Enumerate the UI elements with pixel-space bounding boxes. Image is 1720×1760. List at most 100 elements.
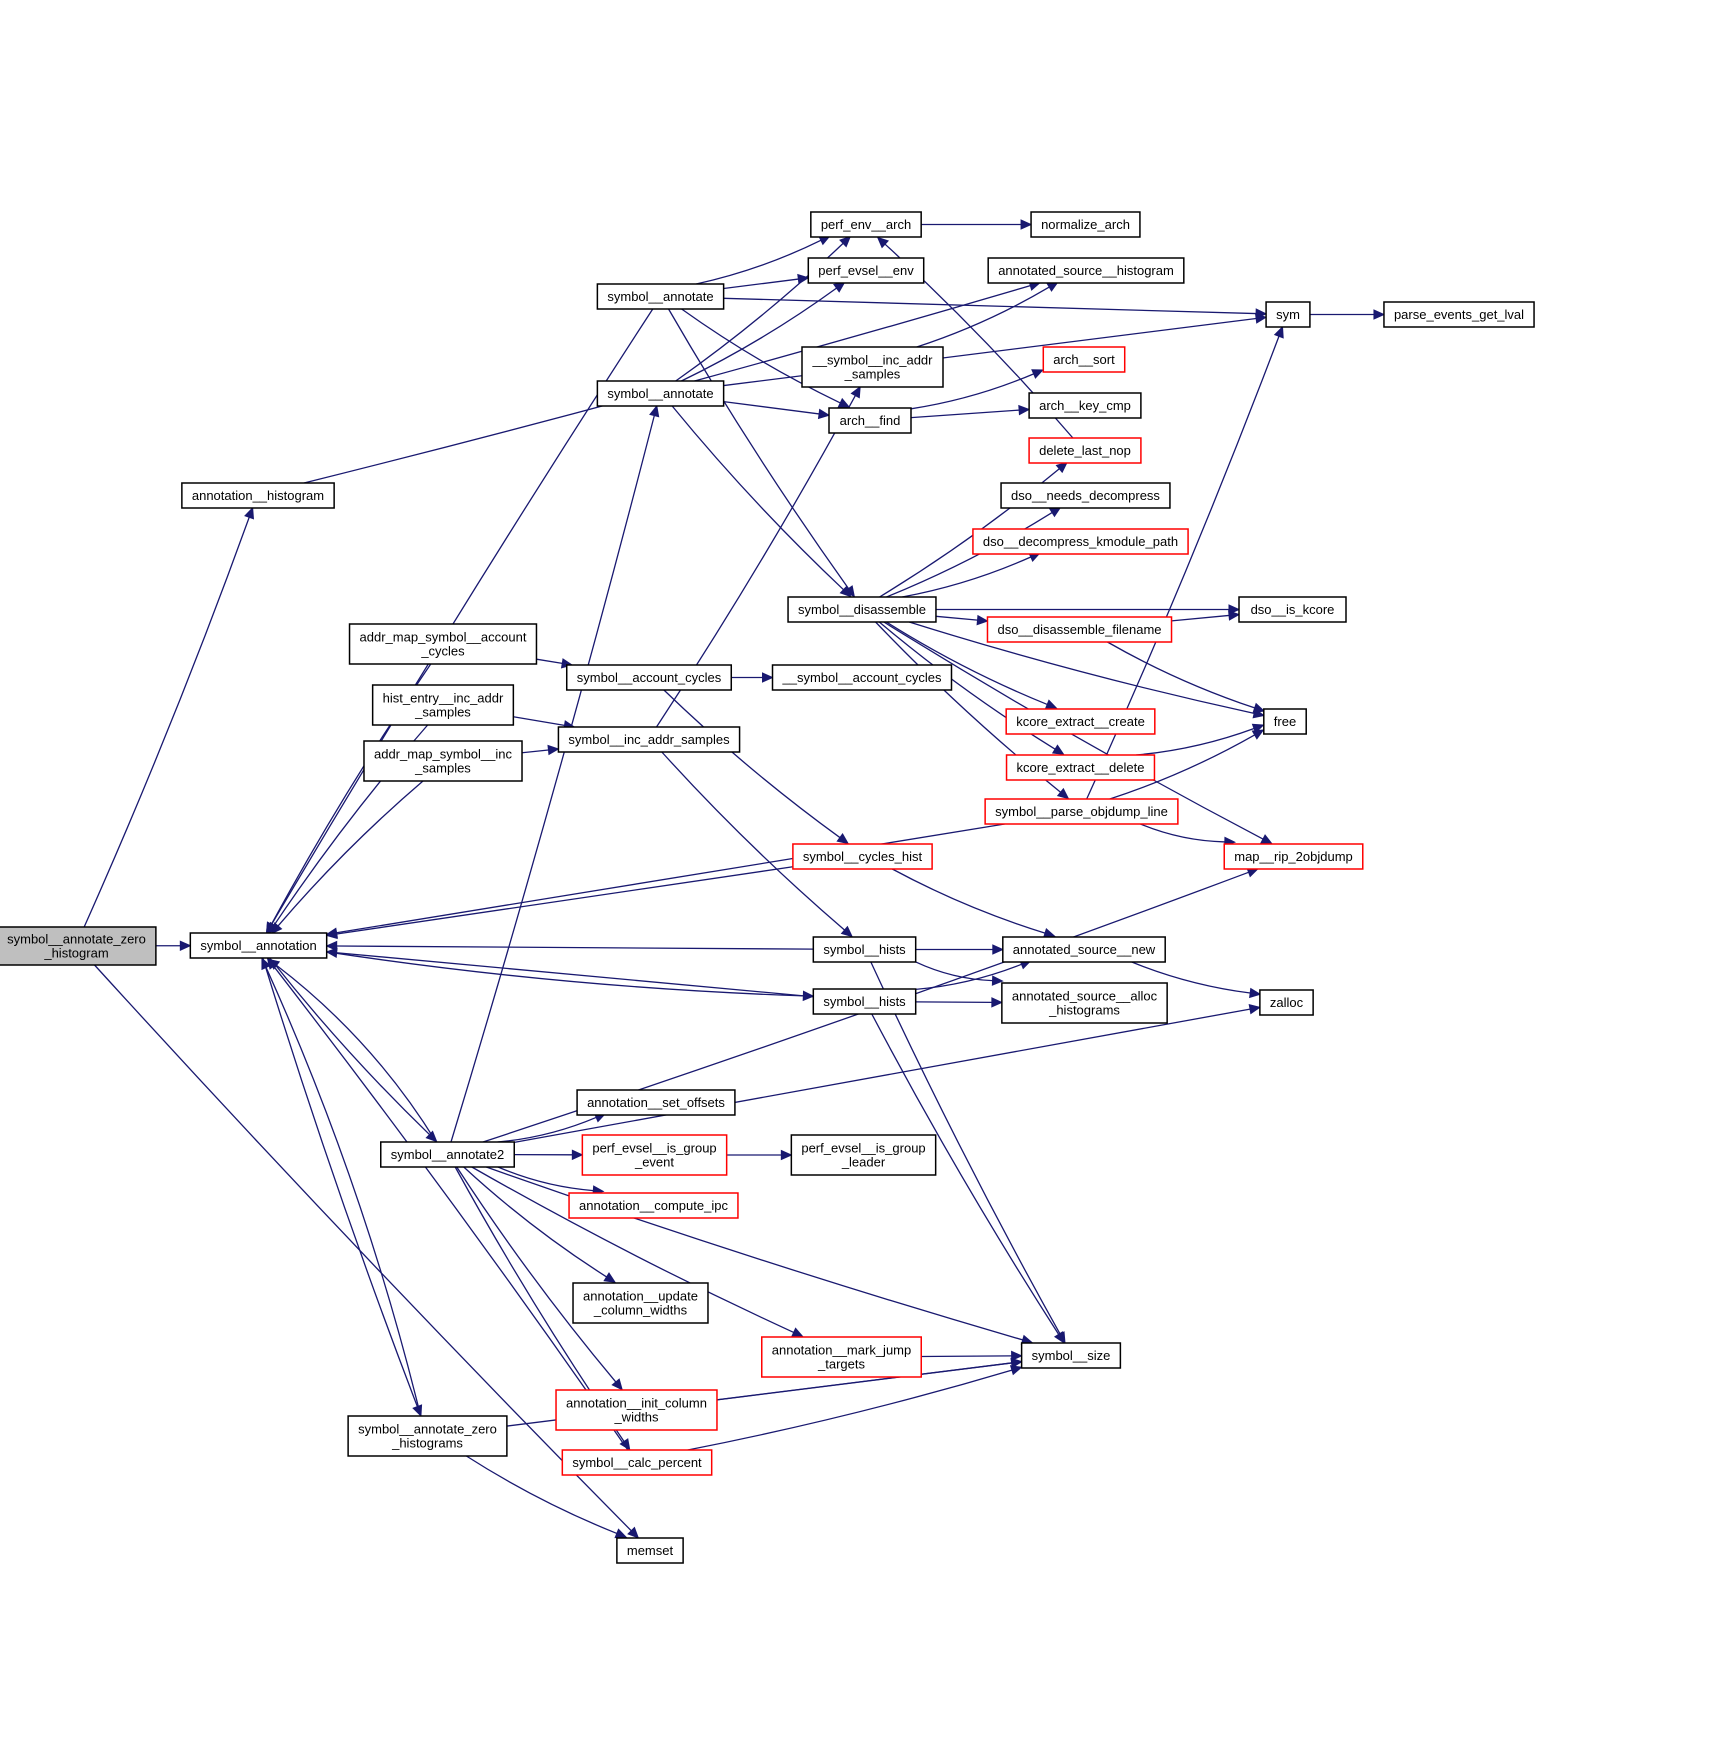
node-annotation-update-column-widths[interactable]: annotation__update_column_widths [572, 1282, 709, 1324]
node-memset[interactable]: memset [616, 1537, 684, 1564]
node-kcore-extract-create[interactable]: kcore_extract__create [1005, 708, 1156, 735]
node-kcore-extract-delete[interactable]: kcore_extract__delete [1005, 754, 1156, 781]
edge-line [1109, 734, 1255, 800]
node-arch-find[interactable]: arch__find [828, 407, 912, 434]
node-symbol-hists-a[interactable]: symbol__hists [812, 936, 917, 963]
edge-line [909, 621, 1255, 714]
edge-symbol_hists_a-to-symbol_annotation [325, 940, 814, 952]
node-box [987, 257, 1185, 284]
node-root[interactable]: symbol__annotate_zero_histogram [0, 926, 157, 966]
node-free[interactable]: free [1263, 708, 1307, 735]
edge-symbol_parse_objdump_line-to-sym [1086, 325, 1284, 800]
node-symbol-annotate-b[interactable]: symbol__annotate [596, 380, 725, 407]
node-perf-evsel-is-group-event[interactable]: perf_evsel__is_group_event [581, 1134, 728, 1176]
node-zalloc[interactable]: zalloc [1259, 989, 1314, 1016]
node-box [565, 664, 733, 691]
edge-symbol_annotate2-to-zalloc [514, 1004, 1262, 1144]
arrowhead-icon [270, 922, 283, 935]
arrowhead-icon [1248, 1004, 1262, 1015]
node-dso-needs-decompress[interactable]: dso__needs_decompress [1000, 482, 1171, 509]
edge-line [265, 967, 422, 1417]
arrowhead-icon [1009, 1365, 1023, 1376]
node-hist-entry-inc-addr-samples[interactable]: hist_entry__inc_addr_samples [371, 684, 515, 726]
node-label: _samples [414, 705, 471, 720]
edge-line [910, 409, 1020, 419]
node-label: _histograms [391, 1436, 463, 1451]
node-label: perf_evsel__env [818, 263, 914, 278]
node-annotation-init-column-widths[interactable]: annotation__init_column_widths [555, 1389, 718, 1431]
edge-line [536, 658, 563, 665]
node-perf-env-arch[interactable]: perf_env__arch [810, 211, 922, 238]
edge-line [915, 1001, 992, 1004]
node-label: _samples [414, 761, 471, 776]
node-symbol-inc-addr-samples[interactable]: symbol__inc_addr_samples [557, 726, 741, 753]
node-symbol-account-cycles[interactable]: symbol__account_cycles [565, 664, 733, 691]
node-symbol-inc-addr-samples[interactable]: __symbol__inc_addr_samples [801, 346, 944, 388]
node-box [1223, 843, 1364, 870]
node-label: symbol__calc_percent [572, 1455, 702, 1470]
node-symbol-account-cycles[interactable]: __symbol__account_cycles [771, 664, 953, 691]
node-annotation-histogram[interactable]: annotation__histogram [181, 482, 335, 509]
node-annotated-source-new[interactable]: annotated_source__new [1002, 936, 1166, 963]
node-dso-disassemble-filename[interactable]: dso__disassemble_filename [986, 616, 1173, 643]
node-label: symbol__account_cycles [577, 670, 722, 685]
node-parse-events-get-lval[interactable]: parse_events_get_lval [1383, 301, 1535, 328]
node-annotated-source-alloc-histograms[interactable]: annotated_source__alloc_histograms [1001, 982, 1168, 1024]
edge-line [273, 965, 629, 1451]
arrowhead-icon [992, 944, 1005, 955]
node-arch-key-cmp[interactable]: arch__key_cmp [1028, 392, 1142, 419]
edge-line [450, 415, 655, 1143]
edge-symbol_hists_a-to-annotated_source_new [915, 944, 1005, 955]
node-label: free [1274, 714, 1296, 729]
node-addr-map-symbol-inc-samples[interactable]: addr_map_symbol__inc_samples [363, 740, 523, 782]
node-box [1030, 211, 1141, 238]
node-annotation-compute-ipc[interactable]: annotation__compute_ipc [568, 1192, 739, 1219]
edge-symbol_annotation-to-symbol_annotate_zero_histograms [262, 957, 423, 1418]
node-symbol-size[interactable]: symbol__size [1020, 1342, 1122, 1369]
edge-symbol_parse_objdump_line-to-map_rip_2objdump [1140, 823, 1237, 848]
arrowhead-icon [802, 990, 815, 1002]
node-annotated-source-histogram[interactable]: annotated_source__histogram [987, 257, 1185, 284]
edge-perf_env_arch-to-normalize_arch [921, 219, 1033, 230]
arrowhead-icon [1053, 1331, 1065, 1344]
node-symbol-parse-objdump-line[interactable]: symbol__parse_objdump_line [984, 798, 1179, 825]
node-annotation-mark-jump-targets[interactable]: annotation__mark_jump_targets [761, 1336, 922, 1378]
edge-line [935, 615, 978, 621]
node-perf-evsel-env[interactable]: perf_evsel__env [807, 257, 925, 284]
node-symbol-calc-percent[interactable]: symbol__calc_percent [561, 1449, 713, 1476]
node-box [1238, 596, 1347, 623]
node-symbol-annotate-a[interactable]: symbol__annotate [596, 283, 725, 310]
node-label: hist_entry__inc_addr [383, 691, 504, 706]
node-perf-evsel-is-group-leader[interactable]: perf_evsel__is_group_leader [790, 1134, 937, 1176]
node-label: symbol__disassemble [798, 602, 926, 617]
node-addr-map-symbol-account-cycles[interactable]: addr_map_symbol__account_cycles [348, 623, 538, 665]
edge-symbol_annotate_zero_histograms-to-symbol_annotation [261, 957, 422, 1417]
node-map-rip-2objdump[interactable]: map__rip_2objdump [1223, 843, 1364, 870]
edge-symbol_annotate_a-to-arch_find [681, 308, 851, 408]
node-label: annotated_source__new [1013, 942, 1156, 957]
node-box [1028, 392, 1142, 419]
node-sym[interactable]: sym [1265, 301, 1311, 328]
arrowhead-icon [836, 833, 850, 845]
node-label: symbol__parse_objdump_line [995, 804, 1168, 819]
node-label: _histograms [1048, 1003, 1120, 1018]
edge-line [671, 405, 844, 591]
edge-symbol_parse_objdump_line-to-free [1109, 729, 1265, 800]
node-label: addr_map_symbol__account [360, 630, 527, 645]
node-dso-decompress-kmodule-path[interactable]: dso__decompress_kmodule_path [972, 528, 1189, 555]
node-symbol-annotation[interactable]: symbol__annotation [189, 932, 328, 959]
node-symbol-annotate-zero-histograms[interactable]: symbol__annotate_zero_histograms [347, 1415, 508, 1457]
node-dso-is-kcore[interactable]: dso__is_kcore [1238, 596, 1347, 623]
node-symbol-disassemble[interactable]: symbol__disassemble [787, 596, 937, 623]
node-symbol-cycles-hist[interactable]: symbol__cycles_hist [792, 843, 933, 870]
edge-symbol_annotate_a-to-symbol_annotation [265, 308, 654, 935]
node-symbol-annotate2[interactable]: symbol__annotate2 [380, 1141, 515, 1168]
node-symbol-hists-b[interactable]: symbol__hists [812, 988, 917, 1015]
arrowhead-icon [1044, 699, 1058, 710]
node-normalize-arch[interactable]: normalize_arch [1030, 211, 1141, 238]
arrowhead-icon [1055, 461, 1068, 474]
node-annotation-set-offsets[interactable]: annotation__set_offsets [576, 1089, 736, 1116]
node-delete-last-nop[interactable]: delete_last_nop [1028, 437, 1142, 464]
node-arch-sort[interactable]: arch__sort [1042, 346, 1126, 373]
